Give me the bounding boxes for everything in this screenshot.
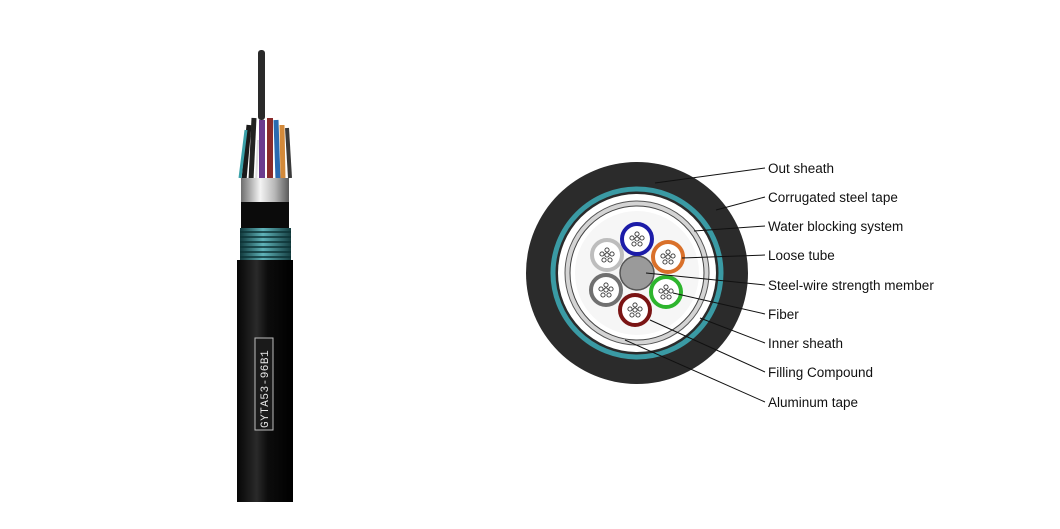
label-aluminum-tape: Aluminum tape	[768, 395, 858, 410]
fiber	[668, 259, 674, 265]
label-filling-compound: Filling Compound	[768, 365, 873, 380]
tube-green	[649, 275, 683, 309]
fiber	[665, 254, 671, 260]
leader-line	[654, 167, 766, 184]
fiber	[665, 249, 671, 255]
tube-white	[590, 238, 624, 272]
print-label-bg	[254, 337, 274, 431]
fiber	[606, 292, 612, 298]
steel-tape-band	[241, 178, 289, 204]
fiber	[629, 312, 635, 318]
cable-photo: GYTA53-96B1	[237, 50, 293, 502]
leader-lines	[624, 167, 766, 403]
corrugated-steel-ring	[550, 186, 724, 360]
leader-line	[624, 339, 766, 403]
fiber	[660, 253, 666, 259]
fiber	[635, 312, 641, 318]
fiber	[663, 289, 669, 295]
fiber	[599, 251, 605, 257]
label-loose-tube: Loose tube	[768, 248, 835, 263]
fiber	[634, 231, 640, 237]
leader-line	[645, 272, 766, 286]
fiber	[609, 251, 615, 257]
label-fiber: Fiber	[768, 307, 799, 322]
fiber	[603, 282, 609, 288]
fiber	[607, 257, 613, 263]
fiber	[660, 294, 666, 300]
fiber	[601, 257, 607, 263]
fiber	[670, 253, 676, 259]
fiber	[637, 306, 643, 312]
leader-line	[672, 292, 766, 315]
fiber	[666, 294, 672, 300]
leader-line	[681, 254, 766, 259]
fiber	[663, 284, 669, 290]
leader-line	[693, 225, 766, 232]
loose-tubes	[589, 222, 685, 327]
fiber	[631, 241, 637, 247]
cable-cross-section: Out sheath Corrugated steel tape Water b…	[526, 161, 934, 410]
fiber	[629, 235, 635, 241]
fiber	[632, 307, 638, 313]
fiber	[668, 288, 674, 294]
fiber	[627, 306, 633, 312]
tube-brown	[618, 293, 652, 327]
tube-gray	[589, 273, 623, 307]
label-corrugated-steel-tape: Corrugated steel tape	[768, 190, 898, 205]
fiber	[662, 259, 668, 265]
label-inner-sheath: Inner sheath	[768, 336, 843, 351]
fiber	[634, 236, 640, 242]
leader-line	[699, 317, 766, 344]
label-out-sheath: Out sheath	[768, 161, 834, 176]
fiber	[598, 286, 604, 292]
callout-labels: Out sheath Corrugated steel tape Water b…	[768, 161, 934, 410]
armor-band	[240, 228, 291, 262]
fiber	[608, 286, 614, 292]
label-water-blocking-system: Water blocking system	[768, 219, 903, 234]
fiber	[637, 241, 643, 247]
fiber	[604, 252, 610, 258]
central-member-rod	[258, 50, 265, 120]
fiber	[639, 235, 645, 241]
fiber	[603, 287, 609, 293]
splayed-tubes	[238, 117, 292, 183]
cable-print-label: GYTA53-96B1	[260, 350, 272, 428]
fiber	[632, 302, 638, 308]
tube-blue	[620, 222, 654, 256]
label-steel-wire-strength-member: Steel-wire strength member	[768, 278, 934, 293]
tube-orange	[651, 240, 685, 274]
leader-line	[649, 319, 766, 373]
leader-line	[715, 196, 766, 211]
inner-sheath-band	[241, 202, 289, 230]
fiber	[658, 288, 664, 294]
fiber	[604, 247, 610, 253]
fiber	[600, 292, 606, 298]
